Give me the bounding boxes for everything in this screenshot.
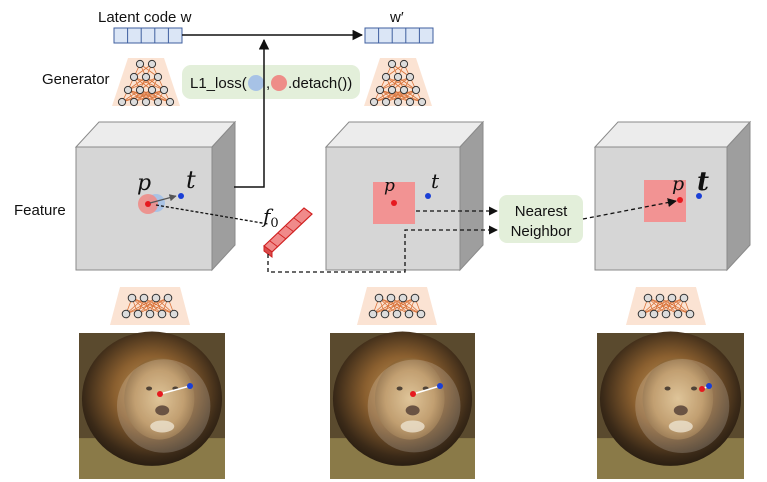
latent-code-w xyxy=(113,27,183,44)
feature-cube-1: p t xyxy=(74,120,237,272)
p-label: p xyxy=(137,171,151,196)
feature-cube-2: p t xyxy=(324,120,485,272)
loss-comma-text: , xyxy=(266,75,270,92)
lion-image xyxy=(330,331,475,479)
feature-cube-3: p t xyxy=(593,120,752,272)
lion-image xyxy=(79,331,225,479)
target-point-t xyxy=(425,193,431,199)
nearest-text: Nearest xyxy=(515,203,568,220)
neighbor-text: Neighbor xyxy=(511,223,572,240)
nearest-neighbor-box: Nearest Neighbor xyxy=(499,195,583,243)
feature-sample-dashed-line xyxy=(155,204,269,225)
t-label: t xyxy=(697,167,709,197)
loss-suffix-text: .detach()) xyxy=(288,75,352,92)
generator-network-icon xyxy=(112,58,180,107)
latent-code-w-prime xyxy=(364,27,434,44)
network-icon xyxy=(357,287,437,325)
red-feature-circle-icon xyxy=(271,75,287,91)
blue-feature-circle-icon xyxy=(248,75,264,91)
f0-to-nearest-dashed-arrow xyxy=(267,225,498,273)
handle-point-p xyxy=(145,201,151,207)
latent-code-label: Latent code w xyxy=(98,9,192,26)
f0-label: f0 xyxy=(261,204,279,231)
f0-feature-vector xyxy=(263,207,313,258)
loss-prefix-text: L1_loss( xyxy=(190,75,247,92)
network-icon xyxy=(110,287,190,325)
target-point-t xyxy=(696,193,702,199)
p-label: p xyxy=(672,173,684,195)
updated-handle-point-p xyxy=(677,197,683,203)
network-icon xyxy=(626,287,706,325)
latent-code-prime-label: w′ xyxy=(389,9,404,26)
feature-label: Feature xyxy=(14,202,66,219)
motion-direction-arrow xyxy=(149,194,177,204)
t-label: t xyxy=(431,169,440,193)
generator-label: Generator xyxy=(42,71,110,88)
gradient-path-arrow xyxy=(234,38,270,188)
target-point-t xyxy=(178,193,184,199)
p-label: p xyxy=(384,176,395,196)
handle-point-p xyxy=(391,200,397,206)
lion-image xyxy=(597,331,744,479)
t-label: t xyxy=(186,166,196,194)
nearest-to-update-dashed-arrow xyxy=(582,198,677,220)
l1-loss-box: L1_loss( , .detach()) xyxy=(182,65,360,99)
generator-network-icon xyxy=(364,58,432,107)
